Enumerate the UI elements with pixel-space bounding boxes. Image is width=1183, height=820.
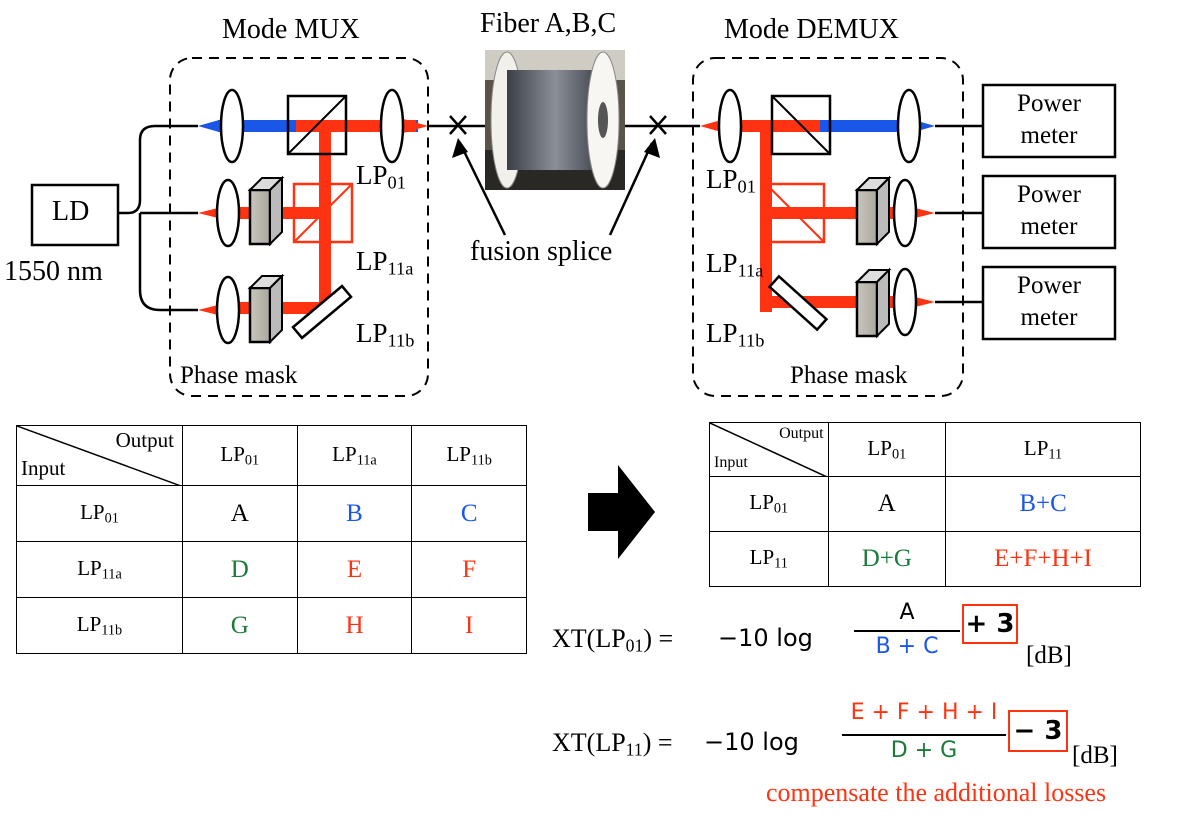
- table1-col-2: LP11b: [446, 442, 491, 466]
- fiber-title: Fiber A,B,C: [480, 8, 616, 40]
- crosstalk-table-2x2: Output Input LP01 LP11 LP01 A B+C LP11 D…: [709, 422, 1141, 587]
- demux-title: Mode DEMUX: [724, 14, 899, 46]
- demux-lp11b-label: LP11b: [706, 318, 764, 352]
- table2-row-label-1: LP11: [710, 532, 829, 587]
- mux-phase-mask-1: [250, 178, 282, 244]
- table1-cell-1-1: E: [297, 542, 412, 598]
- table1-cell-2-0: G: [182, 598, 297, 654]
- table2-cell-1-0: D+G: [828, 532, 946, 587]
- xt11-correction-box: − 3: [1008, 710, 1068, 752]
- mux-phase-mask-label: Phase mask: [180, 362, 297, 390]
- table1-col-header: LP11b: [412, 426, 527, 486]
- compensation-note: compensate the additional losses: [766, 778, 1106, 808]
- table1-cell-2-1: H: [297, 598, 412, 654]
- table2-col-0: LP01: [867, 436, 906, 460]
- table1-corner-output: Output: [116, 428, 174, 453]
- fusion-splice-label: fusion splice: [470, 236, 612, 268]
- table1-col-header: LP01: [182, 426, 297, 486]
- table1-col-header: LP11a: [297, 426, 412, 486]
- table1-cell-0-2: C: [412, 486, 527, 542]
- mux-lp11b-label: LP11b: [356, 318, 414, 352]
- demux-phase-mask-1: [857, 178, 889, 244]
- xt01-fraction-bar: [854, 630, 960, 632]
- xt01-unit: [dB]: [1026, 642, 1072, 670]
- table2-row-label-0: LP01: [710, 477, 829, 532]
- table-row: LP01 A B C: [17, 486, 527, 542]
- xt01-denominator: B + C: [854, 634, 960, 659]
- xt11-prefix: −10 log: [704, 728, 799, 756]
- table1-col-0: LP01: [220, 442, 259, 466]
- xt01-lhs: XT(LP01) =: [552, 624, 673, 656]
- mux-phase-mask-2: [250, 276, 282, 342]
- mux-lens-2: [381, 90, 403, 162]
- demux-lens-1: [719, 90, 741, 162]
- table2-cell-1-1: E+F+H+I: [946, 532, 1141, 587]
- mux-lens-3: [217, 180, 239, 246]
- demux-lp01-label: LP01: [706, 164, 756, 198]
- transform-arrow: [588, 465, 655, 559]
- table2-col-1: LP11: [1024, 436, 1062, 460]
- table1-cell-2-2: I: [412, 598, 527, 654]
- ld-label: LD: [52, 196, 89, 228]
- table2-corner-input: Input: [714, 454, 748, 472]
- table2-corner-cell: Output Input: [710, 423, 829, 477]
- table1-row-label-0: LP01: [17, 486, 183, 542]
- table1-col-1: LP11a: [332, 442, 377, 466]
- mux-lens-1: [221, 90, 243, 162]
- xt11-unit: [dB]: [1072, 742, 1118, 770]
- demux-phase-mask-label: Phase mask: [790, 362, 907, 390]
- xt01-correction-box: + 3: [962, 604, 1018, 644]
- table1-cell-0-0: A: [182, 486, 297, 542]
- mux-title: Mode MUX: [222, 14, 360, 46]
- power-meter-label-1: Power meter: [994, 88, 1104, 152]
- table1-cell-0-1: B: [297, 486, 412, 542]
- table2-corner-output: Output: [779, 425, 823, 443]
- crosstalk-table-3x3: Output Input LP01 LP11a LP11b LP01 A B C…: [16, 425, 527, 654]
- table2-cell-0-1: B+C: [946, 477, 1141, 532]
- xt01-prefix: −10 log: [718, 624, 813, 652]
- table2-col-header: LP11: [946, 423, 1141, 477]
- table-row: LP11 D+G E+F+H+I: [710, 532, 1141, 587]
- mux-lens-4: [217, 277, 239, 343]
- xt11-lhs: XT(LP11) =: [552, 728, 673, 760]
- demux-lens-2: [898, 90, 920, 162]
- table1-row-label-2: LP11b: [17, 598, 183, 654]
- table2-cell-0-0: A: [828, 477, 946, 532]
- table1-row-label-1: LP11a: [17, 542, 183, 598]
- wavelength-label: 1550 nm: [4, 256, 103, 288]
- table1-cell-1-2: F: [412, 542, 527, 598]
- table2-col-header: LP01: [828, 423, 946, 477]
- table1-cell-1-0: D: [182, 542, 297, 598]
- mux-lp11a-label: LP11a: [356, 246, 413, 280]
- xt11-numerator: E + F + H + I: [842, 700, 1006, 725]
- demux-lens-4: [894, 269, 916, 335]
- xt11-denominator: D + G: [842, 738, 1006, 763]
- table-row: LP01 A B+C: [710, 477, 1141, 532]
- table-row: LP11a D E F: [17, 542, 527, 598]
- xt01-numerator: A: [854, 600, 960, 625]
- table1-corner-cell: Output Input: [17, 426, 183, 486]
- xt11-fraction-bar: [842, 734, 1006, 736]
- table1-corner-input: Input: [21, 456, 65, 481]
- fiber-spool-image: [485, 50, 625, 190]
- demux-phase-mask-2: [857, 270, 889, 336]
- table-row: LP11b G H I: [17, 598, 527, 654]
- demux-lp11a-label: LP11a: [706, 248, 763, 282]
- demux-lens-3: [894, 180, 916, 246]
- mux-lp01-label: LP01: [356, 160, 406, 194]
- power-meter-label-3: Power meter: [994, 270, 1104, 334]
- power-meter-label-2: Power meter: [994, 179, 1104, 243]
- ld-fiber-branch: [118, 126, 198, 310]
